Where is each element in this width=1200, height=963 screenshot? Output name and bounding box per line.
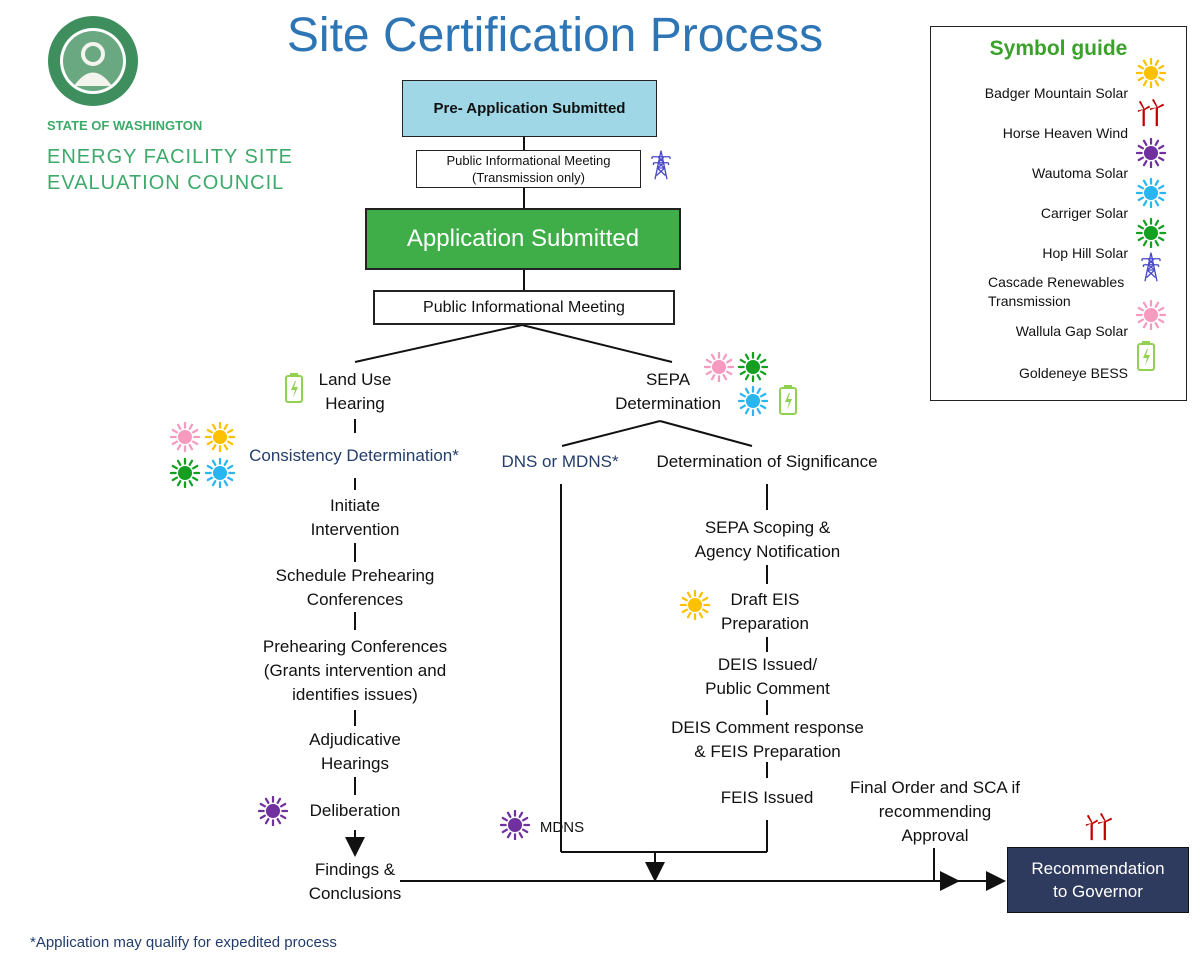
prehearing-line1: Prehearing Conferences [262,637,448,656]
legend-sun-icon [1135,177,1167,213]
land-use-hearing: Land Use Hearing [290,368,420,416]
diagram-transmission-tower-icon [646,150,676,185]
sepa-scoping: SEPA Scoping & Agency Notification [665,516,870,564]
legend-label-wallula: Wallula Gap Solar [1015,323,1128,339]
legend-wind-turbine-icon [1136,98,1166,133]
mdns-label: MDNS [539,819,585,836]
legend-sun-icon [1135,217,1167,253]
legend-label-horse-heaven: Horse Heaven Wind [1002,125,1128,141]
diagram-sun-icon [679,589,711,625]
schedule-line2: Conferences [306,590,404,609]
symbol-guide-title: Symbol guide [989,37,1128,60]
legend-label-badger: Badger Mountain Solar [984,85,1128,101]
adjudicative-hearings: Adjudicative Hearings [280,728,430,776]
legend-sun-icon [1135,57,1167,93]
diagram-sun-icon [204,457,236,493]
prehearing-conferences: Prehearing Conferences (Grants intervent… [240,635,470,707]
deis-prep-line1: Draft EIS [730,590,800,609]
deliberation: Deliberation [309,801,401,820]
findings-conclusions: Findings & Conclusions [290,858,420,906]
diagram-wind-turbine-icon [1084,812,1114,847]
public-info-meeting-box: Public Informational Meeting [373,290,675,325]
legend-battery-icon [1136,340,1156,377]
deis-issued-line2: Public Comment [705,679,830,698]
prehearing-line3: identifies issues) [292,685,418,704]
diagram-sun-icon [169,421,201,457]
final-order-note: Final Order and SCA if recommending Appr… [835,776,1035,848]
connector-line [561,420,661,447]
scoping-line2: Agency Notification [694,542,841,561]
deis-prep-line2: Preparation [721,614,809,633]
pim-transmission-line2: (Transmission only) [472,170,585,185]
land-use-line2: Hearing [325,394,385,413]
deis-issued: DEIS Issued/ Public Comment [685,653,850,701]
legend-sun-icon [1135,137,1167,173]
final-order-line3: Approval [901,826,969,845]
symbol-guide: Symbol guide Badger Mountain Solar Horse… [930,26,1187,401]
final-order-line1: Final Order and SCA if [849,778,1021,797]
legend-label-cascade: Cascade Renewables Transmission [988,274,1125,309]
findings-line2: Conclusions [308,884,402,903]
adjudicative-line1: Adjudicative [309,730,401,749]
legend-label-wautoma: Wautoma Solar [1032,165,1128,181]
land-use-line1: Land Use [318,370,392,389]
diagram-sun-icon [703,351,735,387]
state-name: STATE OF WASHINGTON [47,118,203,133]
recommendation-box: Recommendation to Governor [1007,847,1189,913]
feis-issued: FEIS Issued [720,788,814,807]
deis-issued-line1: DEIS Issued/ [717,655,818,674]
legend-label-hop-hill: Hop Hill Solar [1042,245,1128,261]
consistency-determination: Consistency Determination* [249,446,459,465]
page-title: Site Certification Process [286,9,824,62]
deis-resp-line1: DEIS Comment response [671,718,864,737]
state-seal [46,14,140,108]
diagram-sun-icon [257,795,289,831]
diagram-battery-icon [778,384,798,421]
schedule-prehearing: Schedule Prehearing Conferences [255,564,455,612]
deis-comment-response: DEIS Comment response & FEIS Preparation [655,716,880,764]
connector-line [354,324,523,363]
recommendation-line2: to Governor [1053,882,1143,901]
diagram-sun-icon [737,385,769,421]
prehearing-line2: (Grants intervention and [263,661,447,680]
draft-eis-preparation: Draft EIS Preparation [700,588,830,636]
connector-line [521,324,673,363]
diagram-sun-icon [204,421,236,457]
legend-label-carriger: Carriger Solar [1040,205,1128,221]
determination-of-significance: Determination of Significance [656,452,878,471]
diagram-battery-icon [284,372,304,409]
pim-transmission-line1: Public Informational Meeting [446,153,611,168]
scoping-line1: SEPA Scoping & [704,518,831,537]
application-submitted-label: Application Submitted [406,225,640,252]
legend-label-goldeneye: Goldeneye BESS [1019,365,1128,381]
final-order-line2: recommending [878,802,992,821]
legend-sun-icon [1135,299,1167,335]
sepa-determination: SEPA Determination [603,368,733,416]
initiate-line1: Initiate [329,496,381,515]
legend-transmission-tower-icon [1136,252,1166,287]
initiate-line2: Intervention [310,520,400,539]
adjudicative-line2: Hearings [320,754,390,773]
pim-transmission-box: Public Informational Meeting (Transmissi… [416,150,641,188]
diagram-sun-icon [169,457,201,493]
schedule-line1: Schedule Prehearing [275,566,435,585]
sepa-line1: SEPA [645,370,691,389]
diagram-sun-icon [499,809,531,845]
diagram-sun-icon [737,351,769,387]
dns-or-mdns: DNS or MDNS* [501,452,619,471]
connector-line [659,420,753,447]
public-info-meeting-label: Public Informational Meeting [423,298,625,316]
application-submitted-box: Application Submitted [365,208,681,270]
findings-line1: Findings & [314,860,396,879]
pre-application-label: Pre- Application Submitted [433,100,626,117]
council-name-line1: ENERGY FACILITY SITE [47,146,293,168]
sepa-line2: Determination [615,394,721,413]
pre-application-box: Pre- Application Submitted [402,80,657,137]
footnote: *Application may qualify for expedited p… [30,934,337,951]
recommendation-line1: Recommendation [1031,859,1165,878]
initiate-intervention: Initiate Intervention [270,494,440,542]
council-name-line2: EVALUATION COUNCIL [47,172,285,194]
deis-resp-line2: & FEIS Preparation [694,742,841,761]
